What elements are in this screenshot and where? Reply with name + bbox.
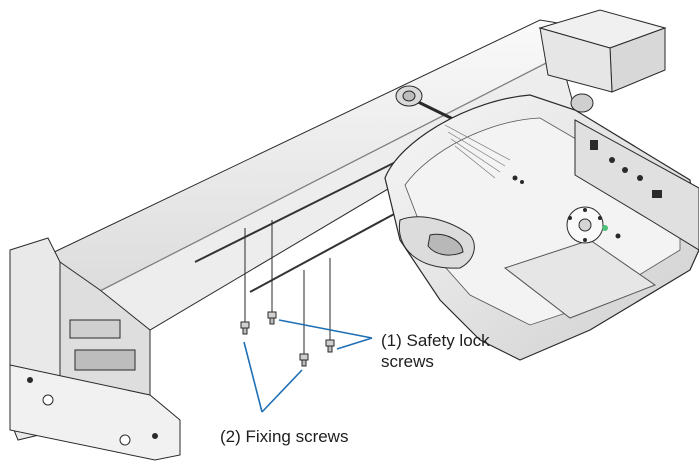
safety-lock-screws bbox=[267, 220, 335, 353]
adjustment-knob-icon bbox=[395, 85, 594, 122]
safety-lock-label-line1: (1) Safety lock bbox=[381, 331, 490, 350]
safety-lock-screws-callout: (1) Safety lock screws bbox=[381, 330, 490, 372]
fixing-screws-label: (2) Fixing screws bbox=[220, 427, 349, 446]
leader-fixing-2 bbox=[261, 369, 303, 413]
safety-lock-screw-icon bbox=[267, 311, 277, 325]
projector-window bbox=[503, 239, 657, 319]
safety-lock-label-line2: screws bbox=[381, 352, 434, 371]
leader-lines bbox=[243, 319, 373, 413]
status-led-icon bbox=[602, 225, 608, 231]
control-panel bbox=[566, 206, 621, 244]
wall-bracket bbox=[9, 237, 181, 461]
safety-lock-screw-icon bbox=[325, 339, 335, 353]
fixing-screws bbox=[240, 228, 309, 367]
end-block-front bbox=[539, 27, 613, 93]
projector bbox=[384, 94, 699, 361]
leader-fixing-1 bbox=[243, 341, 263, 413]
arm-end-block bbox=[538, 9, 667, 93]
fixing-screw-icon bbox=[240, 321, 250, 335]
bracket-base bbox=[9, 364, 181, 461]
leader-safety-2 bbox=[336, 337, 373, 350]
arm-edge bbox=[97, 55, 561, 293]
arm-slot-lower bbox=[249, 199, 421, 293]
vent-grille bbox=[444, 124, 511, 179]
fixing-screws-callout: (2) Fixing screws bbox=[220, 426, 348, 447]
leader-safety-1 bbox=[278, 319, 373, 339]
lens-window bbox=[427, 233, 464, 256]
fixing-screw-icon bbox=[299, 353, 309, 367]
connector-panel bbox=[574, 119, 699, 251]
